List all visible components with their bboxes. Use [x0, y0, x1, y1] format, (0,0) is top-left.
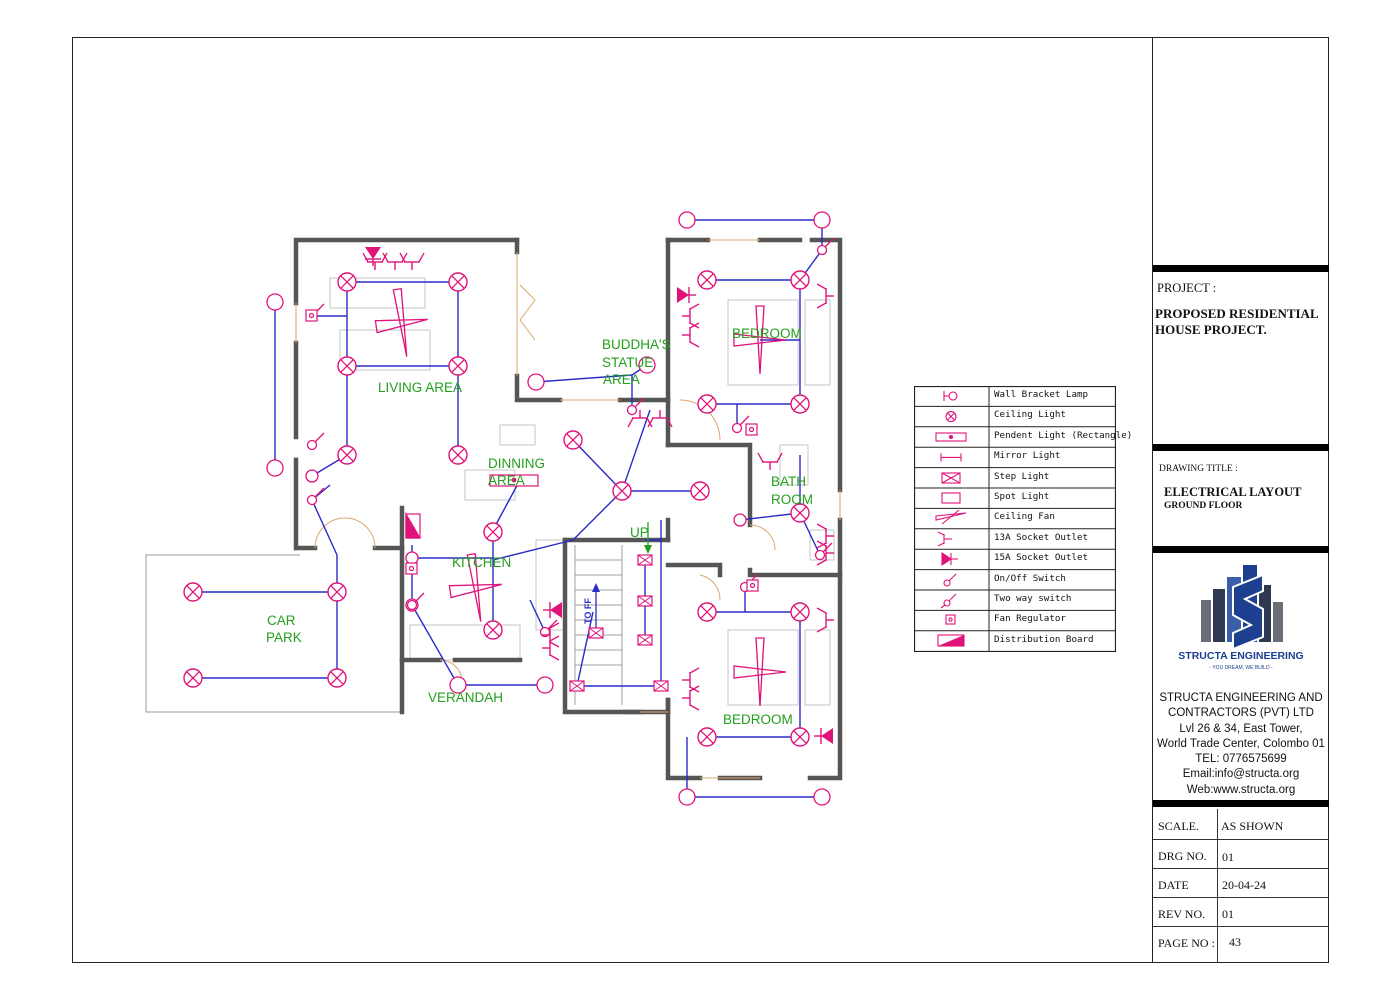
drawing-sheet-border — [72, 37, 1329, 963]
drawing-title: ELECTRICAL LAYOUT — [1164, 485, 1302, 499]
divider-bar — [1153, 546, 1329, 553]
misc-fixtures — [305, 309, 759, 592]
legend-row: Wall Bracket Lamp — [914, 386, 1116, 406]
legend-row: 15A Socket Outlet — [914, 549, 1116, 569]
column-divider — [1217, 809, 1219, 963]
drg-no-value: 01 — [1222, 850, 1234, 864]
title-block: PROJECT : PROPOSED RESIDENTIAL HOUSE PRO… — [1152, 37, 1329, 963]
stairs — [574, 545, 623, 705]
legend-label: Distribution Board — [994, 633, 1094, 645]
building-icon — [1201, 565, 1283, 651]
company-logo: STRUCTA ENGINEERING - YOU DREAM, WE BUIL… — [1178, 565, 1304, 671]
company-line: Email:info@structa.org — [1182, 768, 1300, 781]
label-bath-room: ROOM — [771, 492, 813, 507]
legend-label: Wall Bracket Lamp — [994, 389, 1089, 400]
legend-row: Two way switch — [914, 590, 1116, 610]
logo-tagline: - YOU DREAM, WE BUILD - — [1209, 665, 1273, 671]
row-divider — [1153, 926, 1329, 928]
legend-label: Step Light — [994, 470, 1050, 482]
label-buddha: BUDDHA'S — [602, 337, 671, 352]
legend-label: Spot Light — [994, 491, 1050, 502]
label-kitchen: KITCHEN — [452, 555, 511, 570]
page-no-label: PAGE NO : — [1158, 936, 1215, 950]
drawing-info-table: SCALE. AS SHOWN DRG NO. 01 DATE 20-04-24… — [1153, 809, 1329, 963]
room-labels: LIVING AREA DINNING AREA BUDDHA'S STATUE… — [266, 326, 813, 727]
label-verandah: VERANDAH — [428, 690, 503, 705]
label-buddha-area: AREA — [603, 372, 640, 387]
company-line: Web:www.structa.org — [1186, 783, 1296, 796]
rev-no-value: 01 — [1222, 907, 1234, 921]
project-label: PROJECT : — [1157, 281, 1217, 295]
divider-bar — [1153, 444, 1329, 451]
stair-arrows — [592, 522, 652, 630]
label-bedroom-bottom: BEDROOM — [723, 712, 793, 727]
legend-label: 15A Socket Outlet — [994, 552, 1089, 564]
legend-row: Mirror Light — [914, 447, 1116, 467]
legend-row: Ceiling Light — [914, 406, 1116, 426]
label-dinning: DINNING — [488, 456, 545, 471]
label-car-park: PARK — [266, 630, 302, 645]
company-line: TEL: 0776575699 — [1195, 753, 1287, 766]
page-no-value: 43 — [1229, 935, 1241, 949]
drg-no-label: DRG NO. — [1158, 849, 1207, 863]
legend-label: On/Off Switch — [994, 572, 1066, 584]
row-divider — [1153, 868, 1329, 870]
label-car: CAR — [267, 613, 296, 628]
legend-label: Ceiling Fan — [994, 511, 1055, 523]
legend-row: Pendent Light (Rectangle) — [914, 427, 1132, 447]
company-line: STRUCTA ENGINEERING AND — [1159, 692, 1323, 704]
company-line: World Trade Center, Colombo 01 — [1157, 737, 1325, 750]
legend-row: Fan Regulator — [914, 610, 1116, 630]
ceiling-lights — [183, 270, 810, 747]
project-name-line-1: PROPOSED RESIDENTIAL — [1155, 306, 1319, 321]
company-address: STRUCTA ENGINEERING AND CONTRACTORS (PVT… — [1153, 691, 1329, 798]
legend-row: Ceiling Fan — [914, 508, 1116, 528]
legend-label: 13A Socket Outlet — [994, 531, 1089, 543]
label-statue: STATUE — [602, 355, 653, 370]
date-label: DATE — [1158, 878, 1189, 892]
row-divider — [1153, 839, 1329, 841]
drawing-title-label: DRAWING TITLE : — [1159, 464, 1238, 474]
legend-grid — [914, 386, 1116, 652]
scale-value: AS SHOWN — [1221, 819, 1284, 833]
legend-label: Two way switch — [994, 593, 1072, 604]
legend-row: On/Off Switch — [914, 570, 1116, 590]
rev-no-label: REV NO. — [1158, 907, 1206, 921]
legend-label: Pendent Light (Rectangle) — [994, 429, 1133, 441]
car-park-outline — [145, 554, 400, 713]
row-divider — [1153, 897, 1329, 899]
label-up: UP — [630, 525, 649, 540]
legend-row: 13A Socket Outlet — [914, 529, 1116, 549]
divider-bar — [1153, 800, 1329, 807]
scale-label: SCALE. — [1158, 819, 1200, 833]
divider-bar — [1153, 265, 1329, 272]
label-bath: BATH — [771, 474, 806, 489]
label-dinning-area: AREA — [488, 473, 525, 488]
company-line: Lvl 26 & 34, East Tower, — [1179, 722, 1303, 735]
label-to-ff: TO FF — [583, 598, 593, 624]
legend-label: Mirror Light — [994, 450, 1061, 462]
wiring — [193, 219, 823, 798]
legend-row: Step Light — [914, 468, 1116, 488]
legend-label: Ceiling Light — [994, 409, 1066, 421]
project-name-line-2: HOUSE PROJECT. — [1155, 322, 1267, 337]
date-value: 20-04-24 — [1222, 878, 1266, 892]
legend-label: Fan Regulator — [994, 613, 1066, 625]
legend-row: Spot Light — [914, 488, 1116, 508]
drawing-subtitle: GROUND FLOOR — [1164, 501, 1243, 511]
label-bedroom-top: BEDROOM — [732, 326, 802, 341]
company-line: CONTRACTORS (PVT) LTD — [1168, 707, 1314, 720]
wall-bracket-lamps — [266, 211, 831, 806]
legend-row: Distribution Board — [914, 631, 1116, 651]
logo-wordmark: STRUCTA ENGINEERING — [1178, 650, 1303, 662]
label-living-area: LIVING AREA — [378, 380, 462, 395]
